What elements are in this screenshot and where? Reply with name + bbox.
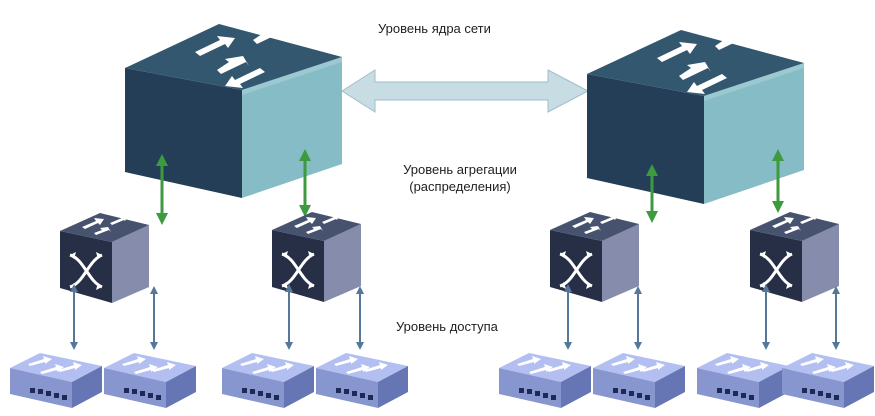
aggregation-switch-icon [270,210,363,304]
aggregation-layer-label-line1: Уровень агрегации [403,162,517,177]
access-switch-icon [104,353,196,408]
access-switch-icon [316,353,408,408]
core-switch-icon [125,24,342,198]
aggregation-switch-icon [748,210,841,304]
access-switch-icon [593,353,685,408]
aggregation-switch-icon [548,210,641,304]
access-switch-icon [222,353,314,408]
access-switch-icon [697,353,789,408]
access-layer-label: Уровень доступа [396,319,498,334]
access-switch-icon [782,353,874,408]
access-switch-icon [10,353,102,408]
core-interlink-arrow [341,69,590,113]
access-switch-icon [499,353,591,408]
core-switch-icon [587,30,804,204]
core-layer-label: Уровень ядра сети [378,21,491,36]
aggregation-layer-label-line2: (распределения) [409,179,511,194]
aggregation-layer-label: Уровень агрегации (распределения) [370,161,550,195]
